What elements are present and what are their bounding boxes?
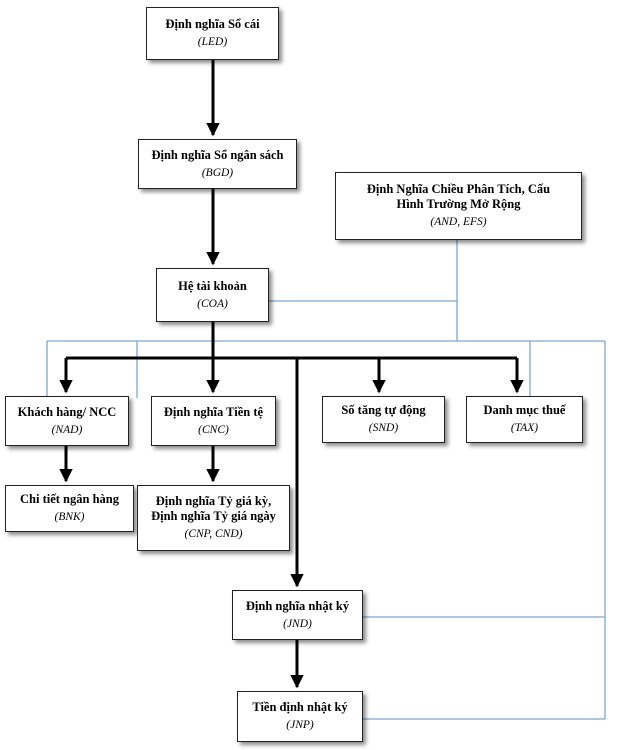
node-bgd-title: Định nghĩa Sổ ngân sách [151, 147, 284, 162]
node-snd-title: Số tăng tự động [341, 403, 426, 417]
black-flow-arrows [59, 60, 524, 689]
node-nad: Khách hàng/ NCC (NAD) [5, 396, 129, 446]
node-jnp-title: Tiền định nhật ký [252, 700, 348, 714]
node-nad-code: (NAD) [51, 423, 83, 436]
node-cnp-cnd-title: Định nghĩa Tỷ giá kỳ, Định nghĩa Tỷ giá … [151, 494, 276, 523]
node-cnc: Định nghĩa Tiền tệ (CNC) [151, 396, 276, 446]
node-led: Định nghĩa Sổ cái (LED) [146, 7, 279, 60]
node-tax: Danh mục thuế (TAX) [466, 396, 583, 443]
node-coa-code: (COA) [197, 297, 228, 310]
node-led-title: Định nghĩa Sổ cái [165, 17, 260, 31]
node-tax-code: (TAX) [510, 422, 539, 434]
node-snd-code: (SND) [368, 422, 399, 434]
node-jnd: Định nghĩa nhật ký (JND) [232, 590, 363, 640]
node-bnk-title: Chi tiết ngân hàng [20, 492, 119, 506]
node-jnd-title: Định nghĩa nhật ký [245, 598, 350, 613]
node-bnk-code: (BNK) [54, 511, 85, 523]
node-led-code: (LED) [197, 36, 228, 48]
node-cnp-cnd-code: (CNP, CND) [184, 528, 243, 540]
node-cnc-title: Định nghĩa Tiền tệ [163, 404, 264, 419]
node-jnp: Tiền định nhật ký (JNP) [237, 691, 363, 742]
node-bgd: Định nghĩa Sổ ngân sách (BGD) [138, 139, 297, 189]
node-bnk: Chi tiết ngân hàng (BNK) [5, 485, 134, 532]
node-jnp-code: (JNP) [286, 719, 314, 731]
node-bgd-code: (BGD) [201, 166, 234, 179]
blue-connector-lines [46, 240, 606, 720]
node-coa-title: Hệ tài khoản [178, 278, 247, 293]
node-and-efs-title: Định Nghĩa Chiều Phân Tích, Cấu Hình Trư… [366, 182, 551, 211]
node-and-efs-code: (AND, EFS) [430, 216, 487, 228]
node-and-efs: Định Nghĩa Chiều Phân Tích, Cấu Hình Trư… [335, 172, 582, 240]
node-cnc-code: (CNC) [198, 423, 229, 436]
node-snd: Số tăng tự động (SND) [322, 396, 445, 443]
node-jnd-code: (JND) [283, 617, 312, 630]
node-cnp-cnd: Định nghĩa Tỷ giá kỳ, Định nghĩa Tỷ giá … [137, 485, 290, 551]
node-tax-title: Danh mục thuế [483, 403, 566, 417]
node-coa: Hệ tài khoản (COA) [156, 268, 269, 322]
node-nad-title: Khách hàng/ NCC [17, 404, 117, 419]
